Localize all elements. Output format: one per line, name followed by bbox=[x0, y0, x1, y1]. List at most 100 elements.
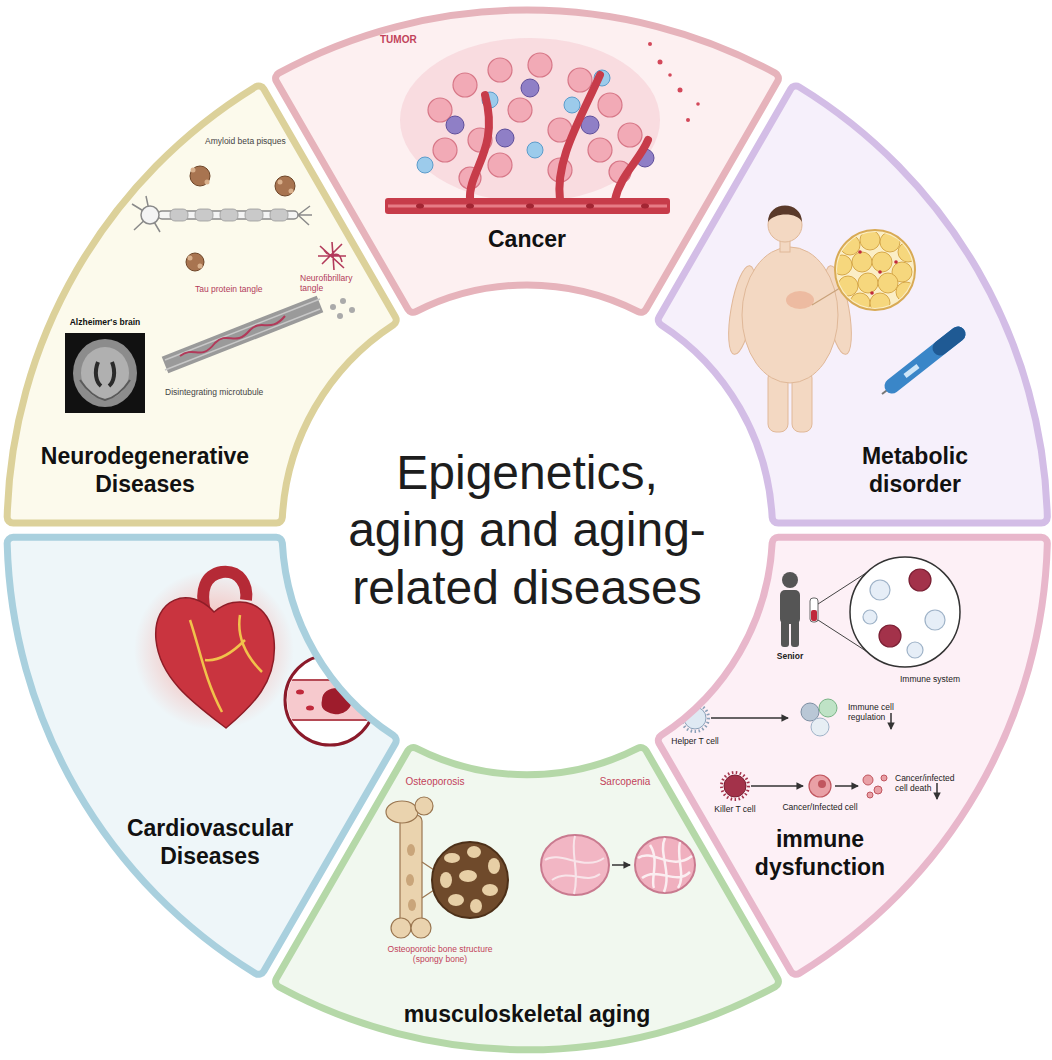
illustration-label: Immune system bbox=[890, 675, 970, 685]
coronary-artery bbox=[190, 620, 222, 712]
label-holder: Sarcopenia bbox=[585, 776, 665, 788]
dying-cell bbox=[881, 775, 887, 781]
tumor-debris bbox=[678, 88, 683, 93]
fat-cell bbox=[898, 242, 918, 262]
femur bbox=[386, 797, 433, 938]
obese-person bbox=[742, 247, 838, 383]
label-holder: Amyloid beta pisques bbox=[205, 137, 300, 147]
neuron bbox=[141, 206, 159, 224]
immune-cell bbox=[863, 580, 945, 658]
senior-figure bbox=[791, 620, 799, 647]
down-arrow bbox=[890, 713, 892, 729]
segment-outline bbox=[643, 73, 1052, 537]
coronary-artery bbox=[205, 640, 245, 660]
tumor-debris bbox=[686, 118, 690, 122]
amyloid-fragment bbox=[289, 189, 294, 194]
fat-cell bbox=[832, 255, 852, 275]
bone-magnifier bbox=[432, 842, 508, 918]
illustration-label: Amyloid beta pisques bbox=[205, 137, 300, 147]
amyloid-plaque bbox=[190, 166, 210, 186]
immune-cell bbox=[907, 642, 923, 658]
clotted-vessel bbox=[296, 690, 304, 695]
red-blood-cell bbox=[416, 204, 424, 209]
red-blood-cell bbox=[526, 204, 534, 209]
arrow bbox=[751, 785, 803, 787]
spongy-bone bbox=[440, 846, 503, 914]
myelin-sheath bbox=[220, 209, 238, 221]
blood-vessel bbox=[559, 75, 600, 200]
center-title: Epigenetics, aging and aging-related dis… bbox=[345, 444, 709, 617]
musculoskeletal-illustration bbox=[386, 797, 695, 938]
segment-title: immune dysfunction bbox=[749, 826, 891, 881]
amyloid-fragment bbox=[205, 180, 210, 185]
tumor-debris bbox=[658, 60, 663, 65]
heart-glow bbox=[134, 570, 294, 730]
tubulin-fragment bbox=[340, 298, 346, 304]
clotted-vessel bbox=[285, 719, 375, 721]
outline-group bbox=[658, 86, 1047, 523]
tubulin-fragment bbox=[330, 304, 336, 310]
immune-cell bbox=[564, 97, 580, 113]
femur bbox=[391, 918, 411, 938]
fat-cell bbox=[832, 230, 918, 313]
regulated-cells bbox=[819, 699, 837, 717]
label-holder: Alzheimer's brain bbox=[60, 318, 150, 328]
femur bbox=[411, 918, 431, 938]
amyloid-fragment bbox=[188, 256, 193, 261]
arrow bbox=[612, 864, 630, 866]
illustration-label: Cancer/Infected cell bbox=[774, 803, 866, 813]
blood-dot bbox=[858, 250, 898, 295]
insulin-pen bbox=[940, 334, 958, 348]
immune-cell bbox=[417, 157, 433, 173]
coronary-artery bbox=[190, 615, 262, 712]
fat-cell bbox=[870, 293, 890, 313]
mri-scan bbox=[73, 339, 137, 407]
spongy-bone bbox=[444, 853, 460, 863]
arrow bbox=[835, 785, 858, 787]
clotted-vessel bbox=[306, 706, 314, 711]
atrophic-muscle bbox=[635, 837, 695, 893]
insulin-pen bbox=[882, 334, 958, 394]
tumor-cell bbox=[528, 53, 552, 77]
center-circle: Epigenetics, aging and aging-related dis… bbox=[275, 278, 779, 782]
infected-cell bbox=[818, 780, 826, 788]
immune-cell bbox=[925, 610, 945, 630]
label-holder: Osteoporotic bone structure (spongy bone… bbox=[374, 945, 506, 965]
blood-vessel bbox=[388, 205, 667, 208]
tumor-cell bbox=[428, 53, 642, 189]
dying-cell bbox=[867, 792, 873, 798]
text-holder: musculoskeletal aging bbox=[390, 1001, 665, 1029]
spongy-bone bbox=[488, 858, 500, 874]
segment-title: Neurodegenerative Diseases bbox=[36, 443, 254, 498]
senior-figure bbox=[780, 572, 800, 647]
text-holder: Cancer bbox=[427, 226, 627, 254]
myelin-sheath bbox=[195, 209, 213, 221]
outline-group bbox=[276, 10, 779, 312]
label-holder: Helper T cell bbox=[665, 737, 725, 747]
tubulin-fragment bbox=[349, 307, 355, 313]
spongy-bone bbox=[459, 870, 477, 882]
mri-scan bbox=[65, 333, 145, 413]
tumor-cell bbox=[618, 123, 642, 147]
blood-dot bbox=[858, 250, 862, 254]
tumor-cell bbox=[433, 138, 457, 162]
text-holder: immune dysfunction bbox=[749, 826, 891, 881]
fat-cell bbox=[880, 232, 900, 252]
tumor-cell bbox=[508, 98, 532, 122]
fat-cell bbox=[838, 276, 858, 296]
illustration-label: Alzheimer's brain bbox=[60, 318, 150, 328]
obese-person bbox=[723, 208, 856, 432]
illustration-label: Disintegrating microtubule bbox=[165, 388, 295, 398]
microtubule-stripe bbox=[165, 299, 320, 360]
amyloid-fragment bbox=[278, 180, 283, 185]
segment-title: Cardiovascular Diseases bbox=[121, 815, 299, 870]
metabolic-illustration bbox=[723, 206, 958, 433]
red-blood-cell bbox=[416, 204, 649, 209]
atrophic-muscle bbox=[638, 838, 692, 892]
microtubule-stripe bbox=[165, 299, 320, 370]
blood-vial bbox=[811, 610, 817, 621]
senior-figure bbox=[781, 620, 789, 647]
text-holder: Metabolic disorder bbox=[853, 443, 978, 498]
outline-group bbox=[7, 86, 396, 523]
